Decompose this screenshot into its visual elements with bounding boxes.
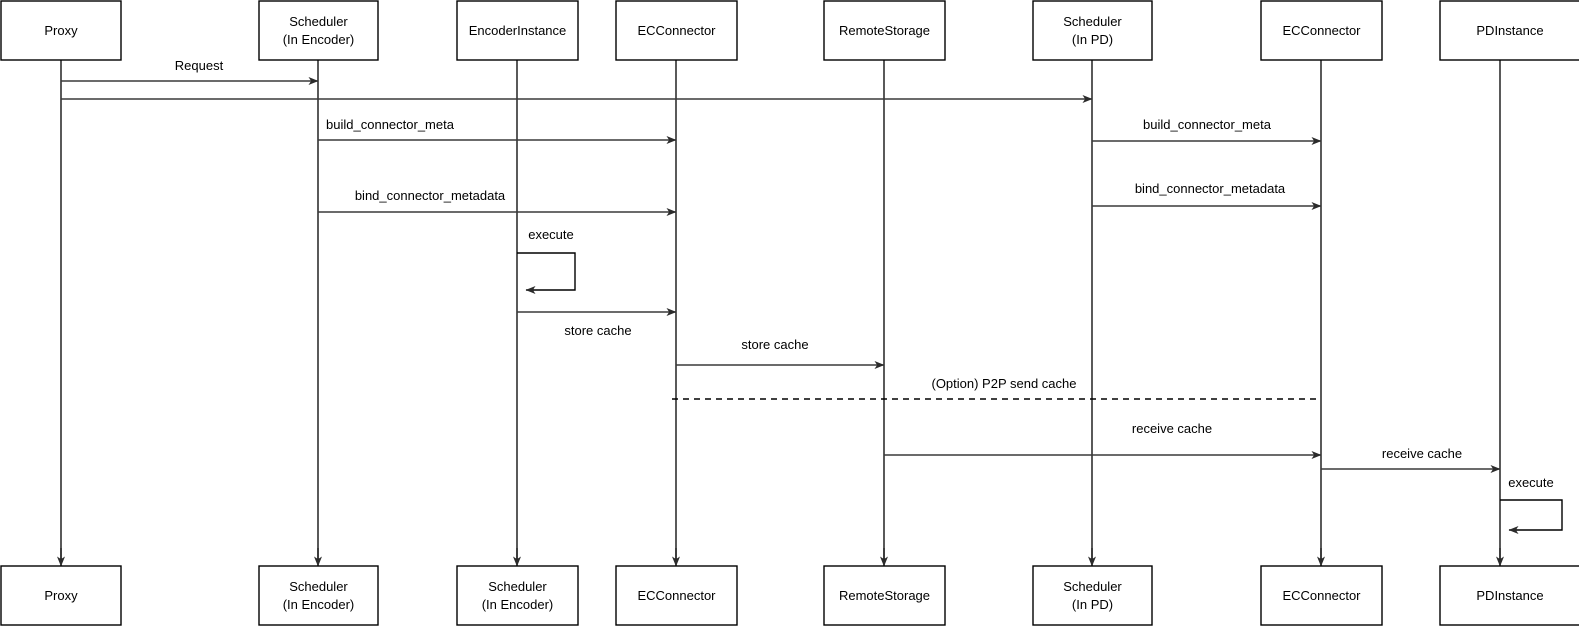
participant-header-label-line2-sched_enc: (In Encoder) bbox=[283, 32, 355, 47]
message-m4: build_connector_meta bbox=[1092, 117, 1322, 145]
participant-footer-pd_instance[interactable]: PDInstance bbox=[1439, 565, 1579, 626]
participant-footer-rect-sched_enc bbox=[258, 565, 379, 626]
participant-footer-label-proxy: Proxy bbox=[44, 588, 78, 603]
participant-header-rect-ecconnector_l bbox=[615, 0, 738, 61]
message-m1: Request bbox=[61, 58, 319, 85]
participant-footer-remote_storage[interactable]: RemoteStorage bbox=[823, 565, 946, 626]
participant-header-label-encoder_inst: EncoderInstance bbox=[469, 23, 567, 38]
self-calls-layer: execute execute bbox=[517, 227, 1563, 534]
participant-header-pd_instance[interactable]: PDInstance bbox=[1439, 0, 1579, 61]
participant-footer-label-line2-sched_pd: (In PD) bbox=[1072, 597, 1113, 612]
participant-footer-label-line1-sched_enc: Scheduler bbox=[289, 579, 348, 594]
participant-header-label-ecconnector_r: ECConnector bbox=[1282, 23, 1361, 38]
message-m9: (Option) P2P send cache bbox=[672, 376, 1321, 400]
message-m7: store cache bbox=[517, 308, 677, 338]
message-label-m3: build_connector_meta bbox=[326, 117, 455, 132]
participant-footer-ecconnector_r[interactable]: ECConnector bbox=[1260, 565, 1383, 626]
participant-footer-rect-ecconnector_r bbox=[1260, 565, 1383, 626]
message-label-m6: bind_connector_metadata bbox=[1135, 181, 1286, 196]
participant-header-remote_storage[interactable]: RemoteStorage bbox=[823, 0, 946, 61]
message-m11: receive cache bbox=[1321, 446, 1501, 473]
self-call-path-s1 bbox=[517, 252, 576, 294]
self-call-s2: execute bbox=[1500, 475, 1563, 534]
participant-header-label-line2-sched_pd: (In PD) bbox=[1072, 32, 1113, 47]
messages-layer: Request build_connector_meta build_connect… bbox=[61, 58, 1501, 473]
participant-header-rect-remote_storage bbox=[823, 0, 946, 61]
participant-footer-ecconnector_l[interactable]: ECConnector bbox=[615, 565, 738, 626]
participant-header-rect-proxy bbox=[0, 0, 122, 61]
participant-header-encoder_inst[interactable]: EncoderInstance bbox=[456, 0, 579, 61]
participant-header-ecconnector_l[interactable]: ECConnector bbox=[615, 0, 738, 61]
participant-footer-rect-pd_instance bbox=[1439, 565, 1579, 626]
participant-footer-label-line2-sched_enc: (In Encoder) bbox=[283, 597, 355, 612]
participant-footer-label-ecconnector_r: ECConnector bbox=[1282, 588, 1361, 603]
message-label-m7: store cache bbox=[564, 323, 631, 338]
message-m5: bind_connector_metadata bbox=[318, 188, 677, 216]
participant-header-label-proxy: Proxy bbox=[44, 23, 78, 38]
message-m10: receive cache bbox=[884, 421, 1322, 459]
message-m8: store cache bbox=[676, 337, 885, 369]
self-call-path-s2 bbox=[1500, 499, 1563, 534]
participant-footer-rect-ecconnector_l bbox=[615, 565, 738, 626]
self-call-label-s1: execute bbox=[528, 227, 574, 242]
participant-header-label-ecconnector_l: ECConnector bbox=[637, 23, 716, 38]
participant-footer-sched_pd[interactable]: Scheduler (In PD) bbox=[1032, 565, 1153, 626]
participant-header-label-line1-sched_enc: Scheduler bbox=[289, 14, 348, 29]
participant-footer-sched_enc[interactable]: Scheduler (In Encoder) bbox=[258, 565, 379, 626]
participant-footer-rect-sched_pd bbox=[1032, 565, 1153, 626]
participant-header-label-line1-sched_pd: Scheduler bbox=[1063, 14, 1122, 29]
participant-header-rect-ecconnector_r bbox=[1260, 0, 1383, 61]
participant-header-rect-encoder_inst bbox=[456, 0, 579, 61]
participant-footer-label-line1-sched_pd: Scheduler bbox=[1063, 579, 1122, 594]
participant-header-sched_pd[interactable]: Scheduler (In PD) bbox=[1032, 0, 1153, 61]
message-label-m4: build_connector_meta bbox=[1143, 117, 1272, 132]
message-label-m5: bind_connector_metadata bbox=[355, 188, 506, 203]
participant-footers-layer: Proxy Scheduler (In Encoder) Scheduler (In E… bbox=[0, 565, 1579, 626]
participant-footer-label-remote_storage: RemoteStorage bbox=[839, 588, 930, 603]
message-label-m9: (Option) P2P send cache bbox=[931, 376, 1076, 391]
participant-footer-label-ecconnector_l: ECConnector bbox=[637, 588, 716, 603]
participant-footer-proxy[interactable]: Proxy bbox=[0, 565, 122, 626]
participant-header-ecconnector_r[interactable]: ECConnector bbox=[1260, 0, 1383, 61]
participant-footer-rect-encoder_inst bbox=[456, 565, 579, 626]
participant-header-label-pd_instance: PDInstance bbox=[1476, 23, 1543, 38]
participant-header-rect-sched_enc bbox=[258, 0, 379, 61]
message-m3: build_connector_meta bbox=[318, 117, 677, 144]
participant-header-label-remote_storage: RemoteStorage bbox=[839, 23, 930, 38]
participant-header-sched_enc[interactable]: Scheduler (In Encoder) bbox=[258, 0, 379, 61]
message-label-m10: receive cache bbox=[1132, 421, 1212, 436]
lifelines-layer bbox=[57, 60, 1504, 567]
message-label-m8: store cache bbox=[741, 337, 808, 352]
message-m6: bind_connector_metadata bbox=[1092, 181, 1322, 210]
participant-header-rect-sched_pd bbox=[1032, 0, 1153, 61]
self-call-s1: execute bbox=[517, 227, 576, 294]
participant-footer-label-line2-encoder_inst: (In Encoder) bbox=[482, 597, 554, 612]
participant-footer-rect-remote_storage bbox=[823, 565, 946, 626]
participant-header-rect-pd_instance bbox=[1439, 0, 1579, 61]
participant-footer-label-pd_instance: PDInstance bbox=[1476, 588, 1543, 603]
message-label-m1: Request bbox=[175, 58, 224, 73]
message-label-m11: receive cache bbox=[1382, 446, 1462, 461]
participant-footer-rect-proxy bbox=[0, 565, 122, 626]
participant-footer-encoder_inst[interactable]: Scheduler (In Encoder) bbox=[456, 565, 579, 626]
participant-header-proxy[interactable]: Proxy bbox=[0, 0, 122, 61]
participant-headers-layer: Proxy Scheduler (In Encoder) EncoderInstanc… bbox=[0, 0, 1579, 61]
participant-footer-label-line1-encoder_inst: Scheduler bbox=[488, 579, 547, 594]
self-call-label-s2: execute bbox=[1508, 475, 1554, 490]
